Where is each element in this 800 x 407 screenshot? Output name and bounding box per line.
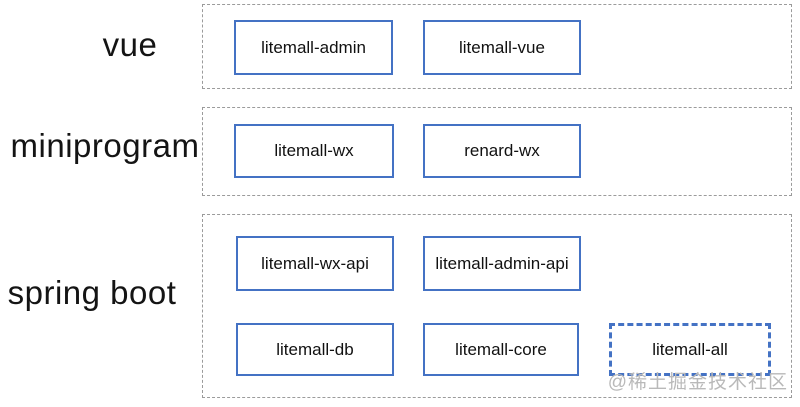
node-litemall-all: litemall-all [609,323,771,376]
node-litemall-wx-api: litemall-wx-api [236,236,394,291]
group-container-miniprogram: litemall-wx renard-wx [202,107,792,196]
node-litemall-vue: litemall-vue [423,20,581,75]
node-renard-wx: renard-wx [423,124,581,178]
group-container-spring-boot: litemall-wx-api litemall-admin-api litem… [202,214,792,398]
node-litemall-admin: litemall-admin [234,20,393,75]
section-label-vue: vue [102,26,158,63]
section-label-spring-boot: spring boot [7,274,177,311]
section-label-miniprogram: miniprogram [10,127,200,164]
node-litemall-db: litemall-db [236,323,394,376]
group-container-vue: litemall-admin litemall-vue [202,4,792,89]
node-litemall-core: litemall-core [423,323,579,376]
node-litemall-wx: litemall-wx [234,124,394,178]
watermark: @稀土掘金技术社区 [607,372,788,393]
node-litemall-admin-api: litemall-admin-api [423,236,581,291]
